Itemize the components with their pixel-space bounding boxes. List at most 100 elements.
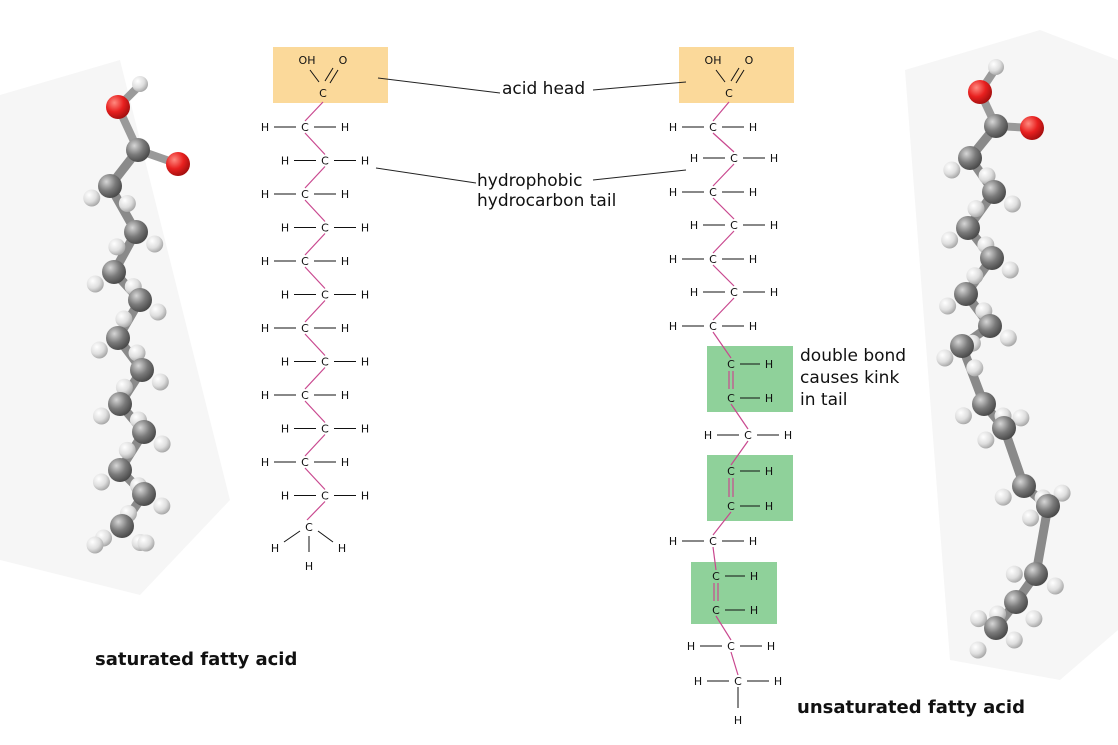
double-bond-line xyxy=(324,67,334,82)
terminal-ch3-row-hydrogen: H xyxy=(774,675,782,688)
oxygen-atom xyxy=(106,95,130,119)
ch2-row-hydrogen: H xyxy=(669,186,677,199)
double-bond-box-3 xyxy=(691,562,777,624)
ch2-row-carbon: C xyxy=(321,155,329,168)
hydrogen-atom xyxy=(999,329,1017,347)
ch2-row-hydrogen: H xyxy=(767,640,775,653)
acid-head-box-left xyxy=(273,47,388,103)
ch2-row-hydrogen: H xyxy=(341,322,349,335)
ch2-row-carbon: C xyxy=(301,188,309,201)
ch2-row-carbon: C xyxy=(709,186,717,199)
terminal-ch3-row-carbon: C xyxy=(734,675,742,688)
saturated-ball-stick-model xyxy=(83,76,190,554)
double-bond-box-2 xyxy=(707,455,793,521)
ch2-row-carbon: C xyxy=(301,322,309,335)
carbon-atom xyxy=(1012,474,1036,498)
hydrogen-atom xyxy=(978,167,996,185)
carbon-chain-bond xyxy=(715,615,732,641)
ch2-row-hydrogen: H xyxy=(261,322,269,335)
carbon-chain-bond xyxy=(304,166,326,189)
hydrogen-atom xyxy=(115,310,133,328)
ch2-row-hydrogen: H xyxy=(687,640,695,653)
carbon-atom xyxy=(130,358,154,382)
carbon-chain-bond xyxy=(730,651,739,676)
acid-head-label: acid head xyxy=(502,79,586,99)
carbon-atom xyxy=(956,216,980,240)
ch2-row-carbon: C xyxy=(730,219,738,232)
ch2-row-hydrogen: H xyxy=(749,535,757,548)
hydrogen-atom xyxy=(132,76,148,92)
carbon-atom xyxy=(132,420,156,444)
ch2-row-hydrogen: H xyxy=(690,219,698,232)
carbon-atom xyxy=(980,246,1004,270)
carbon-atom xyxy=(958,146,982,170)
ch2-row-hydrogen: H xyxy=(281,423,289,436)
carbon-chain-bond xyxy=(304,300,326,323)
ch2-row-hydrogen: H xyxy=(341,121,349,134)
carbon-chain-bond xyxy=(712,511,732,536)
carbon-atom xyxy=(978,314,1002,338)
carbon-atom xyxy=(1036,494,1060,518)
carbon-atom xyxy=(984,616,1008,640)
ch2-row-hydrogen: H xyxy=(770,152,778,165)
carbon-chain-bond xyxy=(304,400,326,423)
hydrogen-atom xyxy=(1012,409,1030,427)
double-bond-3-hydrogen: H xyxy=(750,604,758,617)
double-bond-1-carbon: C xyxy=(727,392,735,405)
carbon-atom xyxy=(954,282,978,306)
hydrogen-atom xyxy=(1003,195,1021,213)
carbon-atom xyxy=(108,458,132,482)
carbon-atom xyxy=(110,514,134,538)
ch2-row-carbon: C xyxy=(709,253,717,266)
double-bond-2-hydrogen: H xyxy=(765,465,773,478)
carbon-chain-bond xyxy=(712,101,730,122)
ch2-row-carbon: C xyxy=(321,423,329,436)
ch2-row-carbon: C xyxy=(744,429,752,442)
ch2-row-hydrogen: H xyxy=(669,320,677,333)
ch2-row-hydrogen: H xyxy=(749,253,757,266)
carbon-chain-bond xyxy=(712,197,735,220)
hydrophobic-tail-label: hydrophobic hydrocarbon tail xyxy=(477,171,617,212)
hydrogen-atom xyxy=(90,341,108,359)
ch2-row-hydrogen: H xyxy=(341,456,349,469)
ch2-row-hydrogen: H xyxy=(361,356,369,369)
hydrogen-atom xyxy=(146,235,164,253)
ch2-row-hydrogen: H xyxy=(749,320,757,333)
hydroxyl-group-label: OH xyxy=(299,54,316,67)
hydrogen-atom xyxy=(1005,631,1023,649)
ch2-row-hydrogen: H xyxy=(261,121,269,134)
carbon-chain-bond xyxy=(712,331,732,359)
carbon-chain-bond xyxy=(712,297,735,321)
ch2-row-carbon: C xyxy=(321,490,329,503)
ch2-row-hydrogen: H xyxy=(690,286,698,299)
carbon-chain-bond xyxy=(712,546,717,571)
ch2-row-hydrogen: H xyxy=(281,155,289,168)
ch2-row-hydrogen: H xyxy=(341,255,349,268)
oxygen-atom xyxy=(968,80,992,104)
terminal-carbon: C xyxy=(305,521,313,534)
saturated-title: saturated fatty acid xyxy=(95,649,298,670)
hydrogen-atom xyxy=(151,373,169,391)
oxygen-atom xyxy=(1020,116,1044,140)
ch2-row-hydrogen: H xyxy=(669,253,677,266)
carbon-atom xyxy=(992,416,1016,440)
hydrogen-atom xyxy=(939,297,957,315)
hydrogen-atom xyxy=(115,378,133,396)
hydrogen-atom xyxy=(83,189,101,207)
unsaturated-model-backdrop xyxy=(905,30,1118,680)
ch2-row-hydrogen: H xyxy=(261,255,269,268)
carbon-atom xyxy=(126,138,150,162)
hydrogen-atom xyxy=(1022,509,1040,527)
hydrogen-atom xyxy=(1053,484,1071,502)
ch2-row-hydrogen: H xyxy=(361,490,369,503)
hydrogen-atom xyxy=(137,534,155,552)
double-bond-2-carbon: C xyxy=(727,465,735,478)
hydrogen-atom xyxy=(994,488,1012,506)
leader-lines xyxy=(375,77,687,184)
ch2-row-hydrogen: H xyxy=(361,289,369,302)
carbon-atom-label: C xyxy=(319,87,327,100)
hydrogen-atom xyxy=(969,641,987,659)
carbonyl-oxygen-label: O xyxy=(339,54,348,67)
ch2-row-hydrogen: H xyxy=(341,389,349,402)
